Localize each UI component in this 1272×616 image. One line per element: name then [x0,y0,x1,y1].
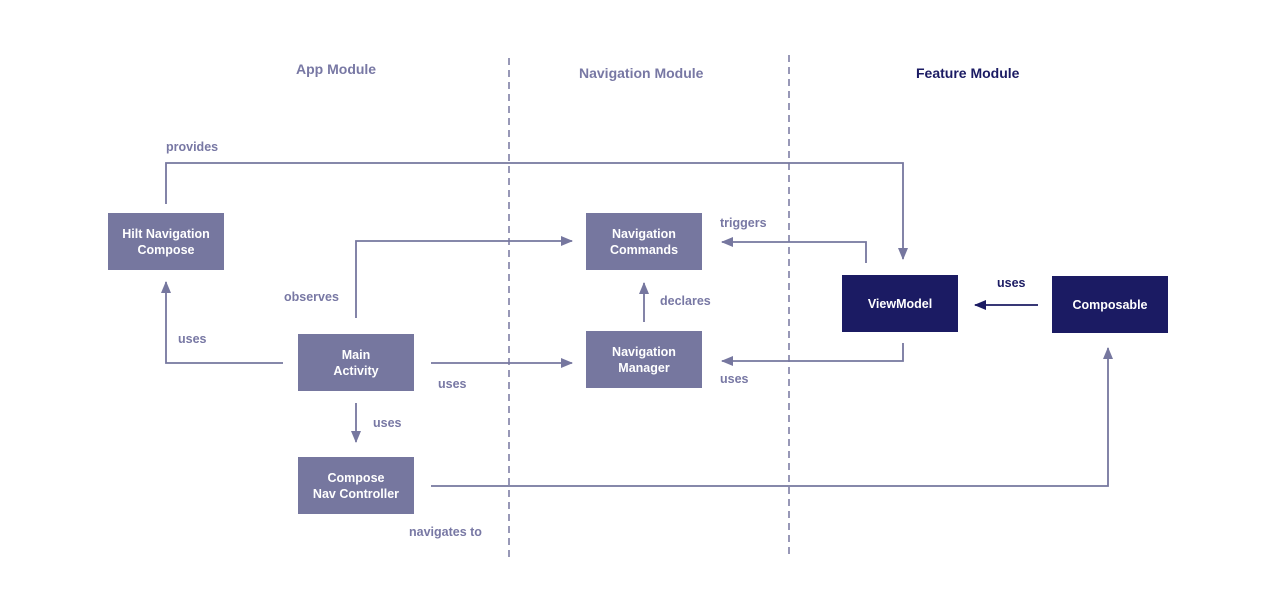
node-label-line: Navigation [612,226,676,241]
node-label-line: Composable [1072,297,1148,312]
compose-nav-controller-node[interactable]: Compose Nav Controller [298,457,414,514]
edge-navigates-to [431,347,1113,487]
navigation-module-heading: Navigation Module [579,65,704,81]
hilt-navigation-compose-node[interactable]: Hilt Navigation Compose [108,213,224,270]
edge-label-observes: observes [284,290,339,304]
edge-label-provides: provides [166,140,219,154]
edge-provides [165,162,908,260]
composable-node[interactable]: Composable [1052,276,1168,333]
edge-label-uses-hilt: uses [178,332,207,346]
edge-uses-viewmodel-manager [721,343,904,366]
edge-label-declares: declares [660,294,711,308]
edge-label-navigates-to: navigates to [409,525,482,539]
edge-label-uses-controller: uses [373,416,402,430]
navigation-commands-node[interactable]: Navigation Commands [586,213,702,270]
viewmodel-node[interactable]: ViewModel [842,275,958,332]
edge-label-uses-viewmodel-manager: uses [720,372,749,386]
edge-label-uses-composable-viewmodel: uses [997,276,1026,290]
edge-triggers [721,237,867,263]
feature-module-heading: Feature Module [916,65,1020,81]
node-label-line: Nav Controller [312,486,400,501]
node-label-line: Manager [618,360,670,375]
node-label-line: Compose [327,470,385,485]
node-label-line: Compose [137,242,195,257]
edge-uses-hilt [161,281,283,364]
node-label-line: Activity [333,363,379,378]
edge-label-uses-manager: uses [438,377,467,391]
node-label-line: Navigation [612,344,676,359]
navigation-manager-node[interactable]: Navigation Manager [586,331,702,388]
main-activity-node[interactable]: Main Activity [298,334,414,391]
app-module-heading: App Module [296,61,377,77]
edge-label-triggers: triggers [720,216,767,230]
node-label-line: Hilt Navigation [122,226,210,241]
node-label-line: Commands [609,242,679,257]
node-label-line: Main [341,347,371,362]
edge-observes [355,236,573,318]
node-label-line: ViewModel [867,296,933,311]
